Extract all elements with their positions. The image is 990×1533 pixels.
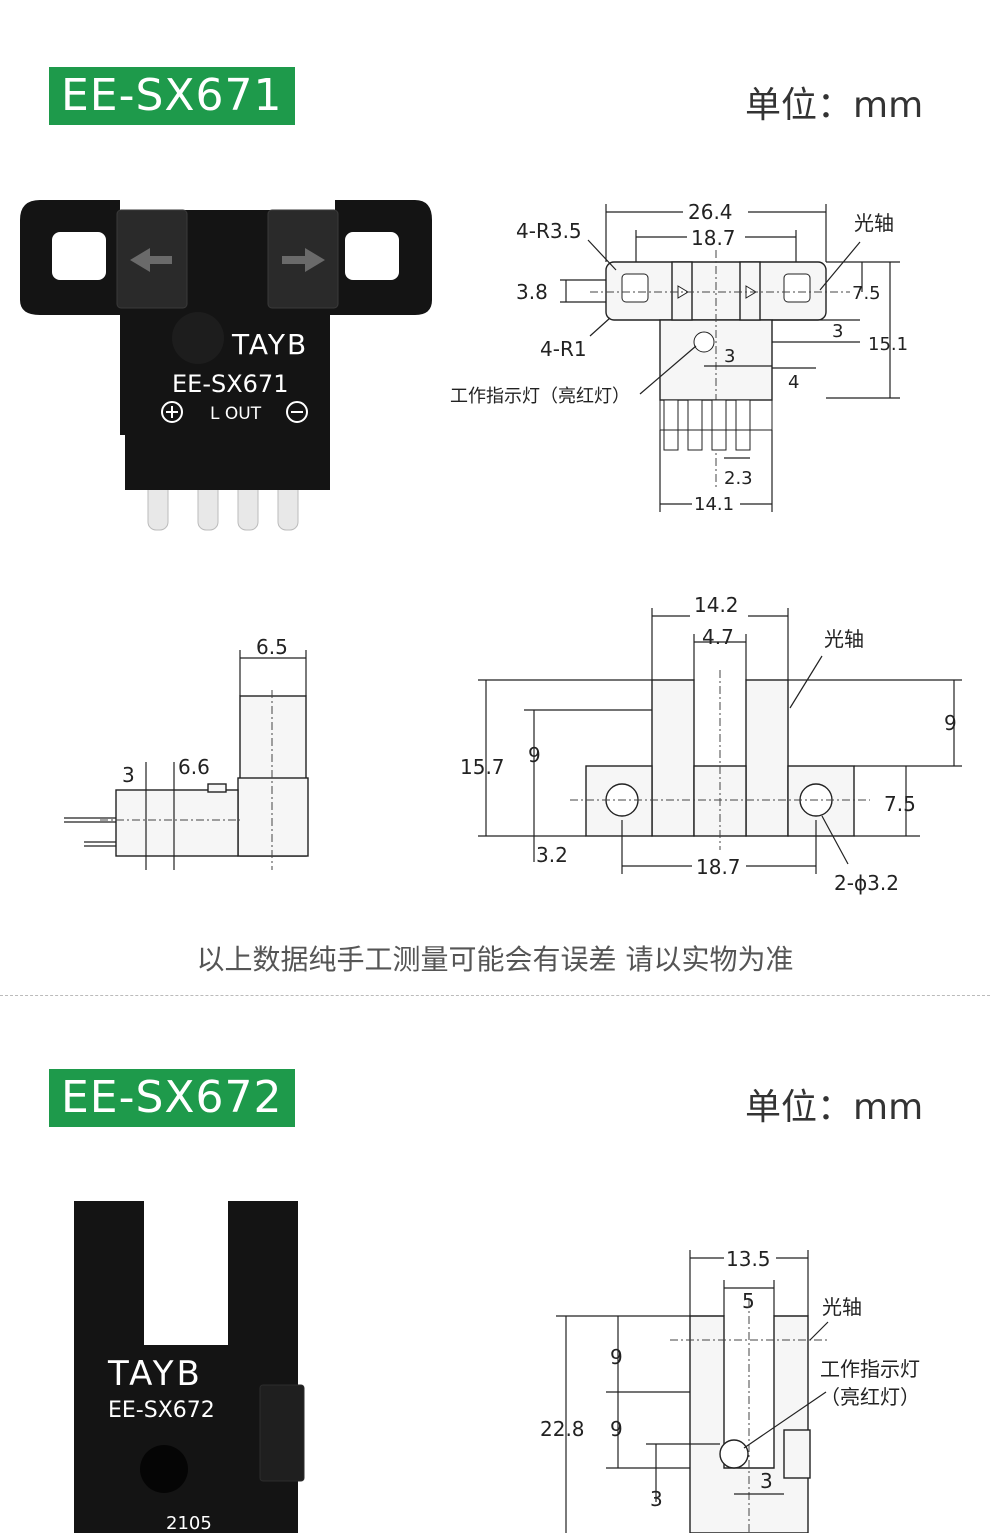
minus-icon [286, 401, 308, 423]
label-9-right: 9 [944, 711, 957, 735]
label-7-5-front: 7.5 [884, 792, 916, 816]
label-3-side: 3 [122, 763, 135, 787]
label-led-2: （亮红灯） [820, 1385, 920, 1409]
label-axis-front: 光轴 [824, 627, 864, 651]
unit-label-2: 单位：mm [745, 1087, 924, 1128]
model-badge-sx672: EE-SX672 [49, 1069, 295, 1127]
label-led-1: 工作指示灯 [820, 1357, 920, 1381]
label-6-5: 6.5 [256, 635, 288, 659]
label-7-5: 7.5 [852, 283, 881, 304]
photo-brand: TAYB [231, 328, 308, 361]
label-13-5: 13.5 [726, 1247, 771, 1271]
top-view-drawing-sx671: 26.4 18.7 4-R3.5 3.8 4-R1 工作指示灯（亮红灯） 光轴 … [450, 200, 908, 515]
label-4-r1: 4-R1 [540, 337, 587, 361]
label-22-8: 22.8 [540, 1417, 585, 1441]
label-axis-2: 光轴 [822, 1295, 862, 1319]
photo-model-2: EE-SX672 [108, 1398, 215, 1423]
photo-brand-2: TAYB [107, 1354, 203, 1394]
label-hole: 2-ϕ3.2 [834, 871, 899, 895]
label-15-7: 15.7 [460, 755, 505, 779]
plus-icon [161, 401, 183, 423]
label-4-r3-5: 4-R3.5 [516, 219, 582, 243]
label-18-7: 18.7 [696, 855, 741, 879]
model-badge-sx671: EE-SX671 [49, 67, 295, 125]
label-3-8: 3.8 [516, 280, 548, 304]
arrow-right-icon [282, 248, 325, 272]
side-view-drawing-sx671: 6.5 3 6.6 [64, 635, 309, 870]
indicator-led-2 [140, 1445, 188, 1493]
label-15-1: 15.1 [868, 334, 908, 355]
label-9-left: 9 [528, 743, 541, 767]
product-photo-sx671: TAYB EE-SX671 L OUT [20, 200, 432, 531]
photo-pins: L OUT [210, 404, 262, 424]
product-photo-sx672: TAYB EE-SX672 2105 [74, 1201, 305, 1533]
label-3-a: 3 [832, 321, 843, 342]
label-5: 5 [742, 1289, 755, 1313]
photo-code: 2105 [166, 1513, 212, 1533]
drawing-sx672: 13.5 5 光轴 工作指示灯 （亮红灯） 22.8 9 9 3 3 [540, 1246, 920, 1533]
label-9-a: 9 [610, 1345, 623, 1369]
label-3-d: 3 [760, 1469, 773, 1493]
arrow-left-icon [130, 248, 172, 272]
label-3-2: 3.2 [536, 843, 568, 867]
dim-18-7: 18.7 [691, 226, 736, 250]
photo-model: EE-SX671 [172, 370, 288, 398]
label-4: 4 [788, 372, 799, 393]
unit-label-1: 单位：mm [745, 85, 924, 126]
label-2-3: 2.3 [724, 468, 753, 489]
label-3-c: 3 [650, 1487, 663, 1511]
label-6-6: 6.6 [178, 755, 210, 779]
front-view-drawing-sx671: 14.2 4.7 光轴 15.7 9 3.2 9 7.5 18.7 2-ϕ3.2 [460, 592, 962, 895]
label-14-2: 14.2 [694, 593, 739, 617]
label-14-1: 14.1 [694, 494, 734, 515]
dim-26-4: 26.4 [688, 200, 733, 224]
indicator-led [172, 312, 224, 364]
label-3-b: 3 [724, 346, 735, 367]
label-9-b: 9 [610, 1417, 623, 1441]
label-axis: 光轴 [854, 211, 894, 235]
section-divider [0, 995, 990, 996]
label-4-7: 4.7 [702, 625, 734, 649]
label-led: 工作指示灯（亮红灯） [450, 386, 630, 407]
measurement-note: 以上数据纯手工测量可能会有误差 请以实物为准 [196, 943, 794, 976]
